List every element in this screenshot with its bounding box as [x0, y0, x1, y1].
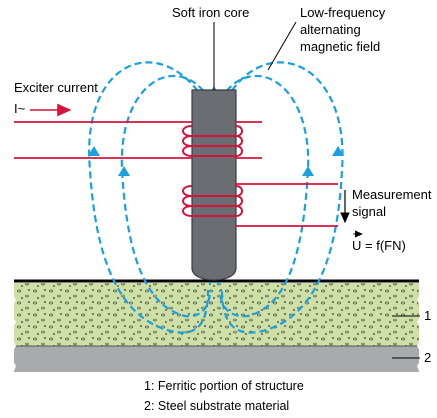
measurement-label-line1: Measurement: [352, 187, 432, 202]
measurement-wires: [236, 183, 338, 227]
field-arrow-left-outer: [88, 146, 100, 156]
field-arrow-right-outer: [332, 146, 344, 156]
layer1-number-label: 1: [424, 308, 431, 323]
measurement-coil: [182, 185, 243, 217]
legend-item-1: 1: Ferritic portion of structure: [144, 379, 304, 393]
layer2-number-label: 2: [424, 350, 431, 365]
field-leader-line: [267, 21, 297, 71]
exciter-coil: [182, 125, 243, 157]
right-break-edge: [417, 278, 437, 376]
field-loop-right-outer: [220, 61, 344, 334]
field-arrow-right-inner: [302, 166, 314, 176]
exciter-current-label: Exciter current: [14, 80, 98, 95]
left-break-edge: [0, 278, 16, 376]
field-label-line3: magnetic field: [300, 39, 380, 54]
field-label-line2: alternating: [300, 22, 361, 37]
ferritic-layer: [14, 279, 419, 346]
field-loop-left-outer: [88, 61, 210, 334]
exciter-symbol-label: I~: [14, 101, 26, 116]
core-label: Soft iron core: [172, 5, 249, 20]
field-arrow-left-inner: [118, 166, 130, 176]
exciter-wires: [14, 121, 262, 159]
measurement-label-line2: signal: [352, 204, 386, 219]
soft-iron-core: [191, 89, 237, 281]
legend-item-2: 2: Steel substrate material: [144, 399, 289, 413]
steel-substrate-layer: [14, 345, 419, 372]
field-loop-left-inner: [120, 74, 212, 318]
field-loop-right-inner: [218, 74, 310, 318]
field-label-line1: Low-frequency: [300, 5, 386, 20]
formula-label: U = f(FN): [352, 238, 406, 253]
